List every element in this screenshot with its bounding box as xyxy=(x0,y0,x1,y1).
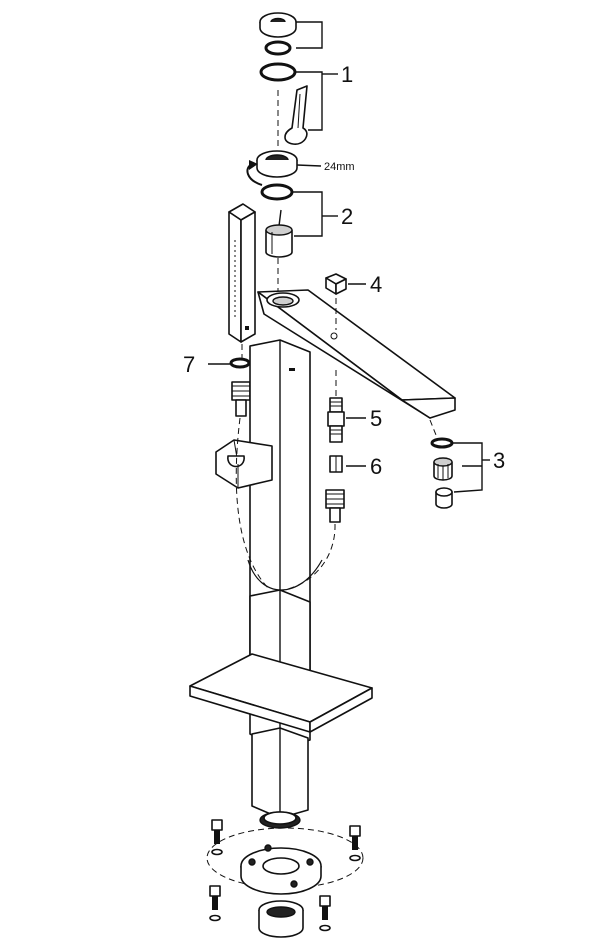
callout-3-bracket xyxy=(452,442,490,493)
aerator-washer xyxy=(430,437,454,449)
screw-bottom-left xyxy=(209,885,221,922)
callout-6-label: 6 xyxy=(370,454,382,479)
wrench-size-label: 24mm xyxy=(324,161,355,173)
o-ring-cartridge xyxy=(260,183,294,201)
hose-nut-top xyxy=(231,381,251,417)
callout-5-label: 5 xyxy=(370,406,382,431)
screw-top-left xyxy=(211,819,223,856)
screw-bottom-right xyxy=(319,895,331,932)
o-ring-small xyxy=(264,40,292,56)
wrench-leader xyxy=(296,164,322,167)
callout-7-label: 7 xyxy=(183,352,195,377)
cube-cap-4 xyxy=(325,273,347,295)
thread-ring xyxy=(259,811,301,829)
shower-holder xyxy=(215,439,273,489)
spout xyxy=(257,289,456,419)
callout-1-bracket xyxy=(296,21,338,131)
hex-nut xyxy=(256,150,298,178)
screw-top-right xyxy=(349,825,361,862)
axis-line-aerator xyxy=(429,419,439,441)
connection-fitting xyxy=(258,900,304,938)
mounting-circle xyxy=(206,827,364,889)
floor-column xyxy=(251,727,309,819)
washer-7 xyxy=(229,357,251,369)
hose-nut-lower xyxy=(325,489,345,523)
hand-shower xyxy=(228,203,256,343)
hose-line-left xyxy=(235,417,271,591)
rotation-arrow-head xyxy=(249,160,258,170)
o-ring-large xyxy=(259,62,297,82)
callout-4-label: 4 xyxy=(370,272,382,297)
callout-3-label: 3 xyxy=(493,448,505,473)
lever-handle xyxy=(284,85,308,145)
aerator-housing xyxy=(435,487,453,509)
nut-6 xyxy=(329,455,343,473)
base-plate xyxy=(189,653,373,733)
top-cap xyxy=(259,12,297,38)
callout-2-label: 2 xyxy=(341,204,353,229)
valve-5 xyxy=(327,397,345,443)
mounting-flange xyxy=(240,844,322,895)
aerator-body xyxy=(433,457,453,481)
cartridge xyxy=(265,209,293,258)
callout-1-label: 1 xyxy=(341,62,353,87)
callout-2-bracket xyxy=(293,191,338,237)
